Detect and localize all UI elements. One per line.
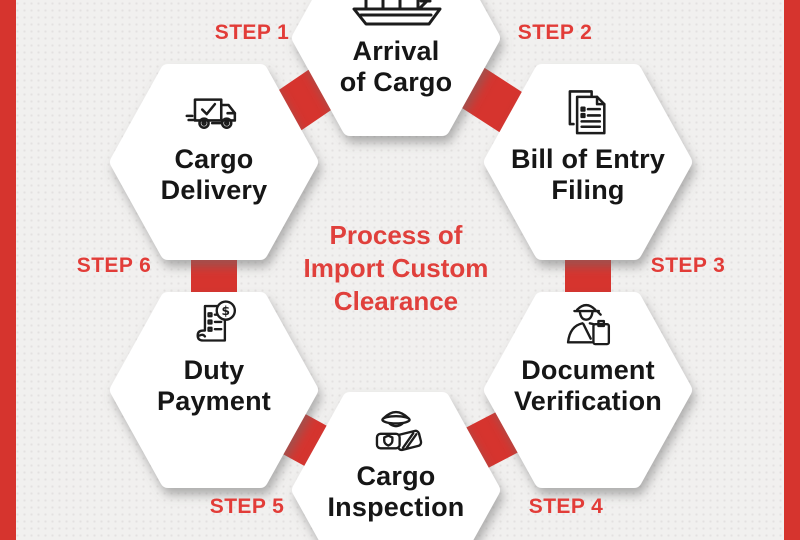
stage-label-line1: Cargo xyxy=(174,144,254,174)
hexagon-cargo-inspection xyxy=(292,392,500,540)
stage-cargo-inspection: Cargo Inspection xyxy=(286,403,506,523)
step-5-label: STEP 5 xyxy=(209,495,285,518)
step-6-label: STEP 6 xyxy=(76,254,152,277)
step-3-label: STEP 3 xyxy=(650,254,726,277)
stage-bill-of-entry-filing: Bill of Entry Filing xyxy=(478,86,698,206)
step-4-label: STEP 4 xyxy=(528,495,604,518)
stage-label-line2: Filing xyxy=(551,175,625,205)
svg-text:$: $ xyxy=(222,304,231,318)
stage-cargo-delivery: Cargo Delivery xyxy=(104,86,324,206)
right-edge-accent-bar xyxy=(784,0,800,540)
title-line-1: Process of xyxy=(329,220,463,250)
stage-label-line2: of Cargo xyxy=(339,67,453,97)
step-1-label: STEP 1 xyxy=(214,21,290,44)
stage-label-line1: Duty xyxy=(183,355,245,385)
hexagon-arrival-of-cargo xyxy=(292,0,500,136)
stage-label-line1: Arrival xyxy=(352,36,440,66)
hexagon-duty-payment xyxy=(110,292,318,488)
title-line-3: Clearance xyxy=(333,286,459,316)
stage-duty-payment: $ Duty Payment xyxy=(104,297,324,417)
stage-label-line1: Document xyxy=(521,355,655,385)
customs-officer-icon xyxy=(566,303,611,346)
stage-label-line1: Cargo xyxy=(356,461,436,491)
hexagon-bill-of-entry-filing xyxy=(484,64,692,260)
title-line-2: Import Custom xyxy=(303,253,489,283)
stage-label-line2: Delivery xyxy=(160,175,268,205)
left-edge-accent-bar xyxy=(0,0,16,540)
hexagon-document-verification xyxy=(484,292,692,488)
hexagon-cargo-delivery xyxy=(110,64,318,260)
stage-label-line2: Inspection xyxy=(327,492,465,522)
stage-arrival-of-cargo: Arrival of Cargo xyxy=(286,0,506,98)
cargo-ship-icon xyxy=(352,0,442,26)
step-2-label: STEP 2 xyxy=(517,21,593,44)
receipt-dollar-icon: $ xyxy=(196,300,237,342)
stage-document-verification: Document Verification xyxy=(478,297,698,417)
stage-label-line1: Bill of Entry xyxy=(510,144,666,174)
page-title: Process of Import Custom Clearance xyxy=(246,219,546,318)
stage-label-line2: Payment xyxy=(157,386,271,416)
documents-icon xyxy=(568,90,606,135)
stage-label-line2: Verification xyxy=(514,386,662,416)
inspector-cap-icon xyxy=(375,410,423,452)
delivery-truck-icon xyxy=(185,98,237,129)
